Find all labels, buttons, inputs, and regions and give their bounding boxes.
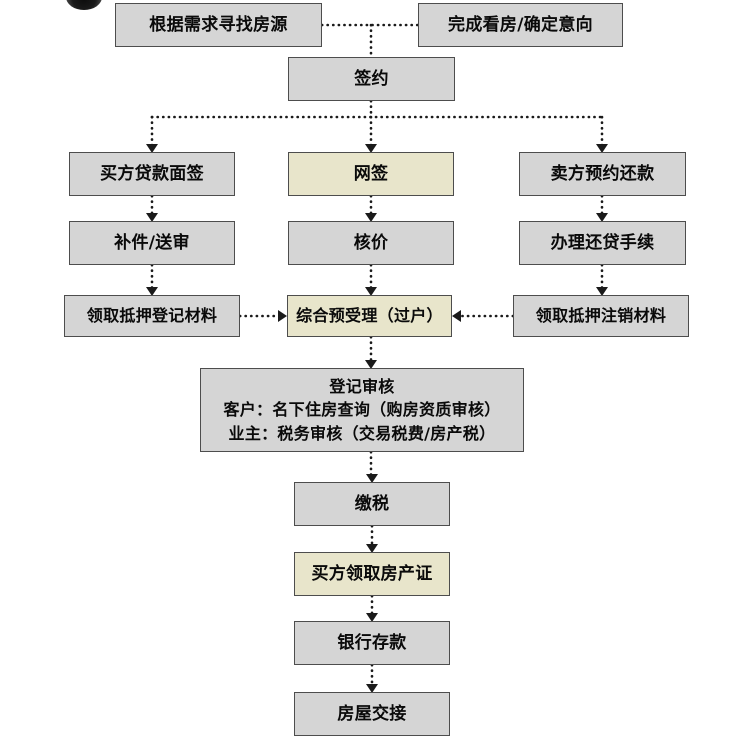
node-complete-viewing[interactable]: 完成看房/确定意向 <box>418 3 623 47</box>
node-registration-review[interactable]: 登记审核 客户：名下住房查询（购房资质审核） 业主：税务审核（交易税费/房产税） <box>200 368 524 452</box>
cut-off-dark-ellipse-icon <box>66 0 102 10</box>
node-seller-repayment-appointment[interactable]: 卖方预约还款 <box>519 152 686 196</box>
node-pay-tax[interactable]: 缴税 <box>294 482 450 526</box>
node-collect-mortgage-registration-docs[interactable]: 领取抵押登记材料 <box>64 295 240 337</box>
node-collect-mortgage-cancellation-docs[interactable]: 领取抵押注销材料 <box>513 295 689 337</box>
node-bank-deposit[interactable]: 银行存款 <box>294 621 450 665</box>
node-buyer-loan-signing[interactable]: 买方贷款面签 <box>69 152 235 196</box>
arrowhead-n11-left <box>278 310 287 322</box>
registration-review-line-2: 客户：名下住房查询（购房资质审核） <box>223 400 501 420</box>
node-house-handover[interactable]: 房屋交接 <box>294 692 450 736</box>
node-sign-contract[interactable]: 签约 <box>288 57 455 101</box>
node-online-signing[interactable]: 网签 <box>288 152 454 196</box>
node-buyer-collect-property-certificate[interactable]: 买方领取房产证 <box>294 552 450 596</box>
node-process-repayment[interactable]: 办理还贷手续 <box>519 221 686 265</box>
registration-review-line-1: 登记审核 <box>329 377 395 397</box>
node-supplement-review[interactable]: 补件/送审 <box>69 221 235 265</box>
arrowhead-n11-right <box>452 310 461 322</box>
node-find-property[interactable]: 根据需求寻找房源 <box>115 3 322 47</box>
node-price-verification[interactable]: 核价 <box>288 221 454 265</box>
registration-review-line-3: 业主：税务审核（交易税费/房产税） <box>228 423 496 443</box>
node-comprehensive-pre-acceptance[interactable]: 综合预受理（过户） <box>287 295 452 337</box>
